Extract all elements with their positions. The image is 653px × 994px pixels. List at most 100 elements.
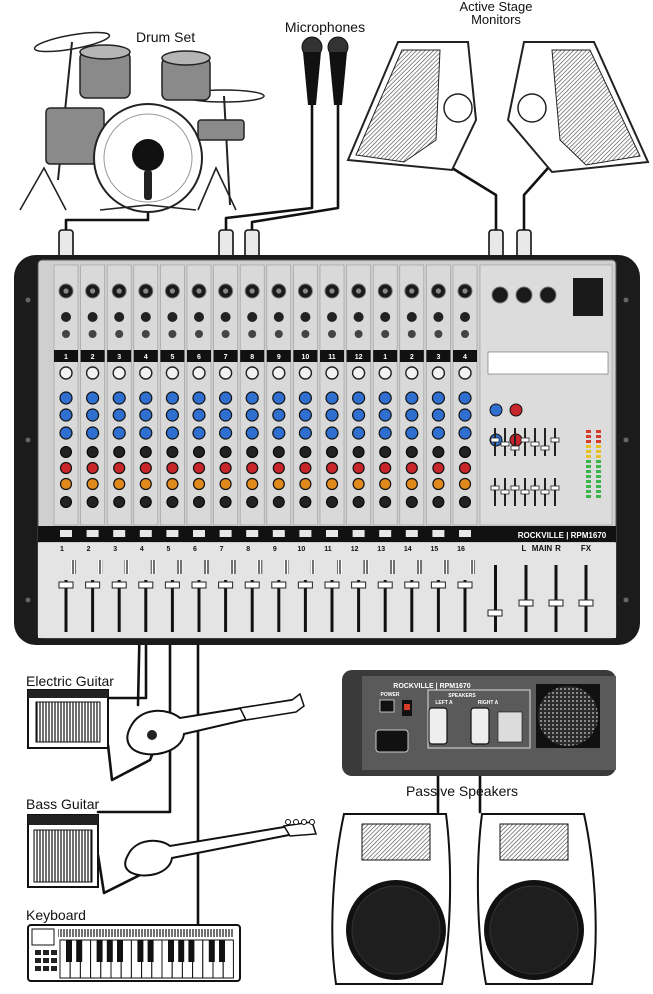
black-key — [76, 940, 83, 962]
line-input-jack — [114, 312, 125, 322]
gain-knob — [112, 366, 126, 380]
eq-knob — [298, 391, 312, 405]
pan-knob — [246, 477, 259, 491]
fader-number-label: 1 — [60, 546, 64, 553]
speakon-left — [428, 707, 448, 745]
eq-knob — [431, 426, 445, 440]
channel-fader — [138, 560, 156, 632]
gain-knob — [272, 366, 286, 380]
level-knob — [139, 496, 152, 508]
eq-knob — [165, 408, 179, 422]
level-meter-led — [586, 435, 591, 438]
fader-cap — [377, 581, 393, 589]
level-meter-led — [586, 460, 591, 463]
level-knob — [352, 496, 365, 508]
passive-speaker-left — [331, 813, 452, 985]
level-meter-led — [586, 480, 591, 483]
channel-number-label: 1 — [383, 354, 387, 361]
fader-cap — [244, 581, 260, 589]
channel-strip — [239, 264, 265, 526]
mute-button — [166, 530, 179, 537]
line-input-jack — [327, 312, 337, 322]
aux-knob — [459, 446, 471, 458]
eq-knob — [458, 426, 472, 440]
monitors-label-line2: Monitors — [471, 12, 521, 27]
eq-knob — [139, 391, 153, 405]
pan-knob — [219, 477, 232, 491]
pan-knob — [113, 477, 126, 491]
fx-knob — [192, 461, 206, 475]
aux-knob — [219, 446, 232, 458]
eq-knob — [59, 391, 73, 405]
keyboard-label: Keyboard — [26, 907, 86, 923]
monitor-right-icon — [506, 41, 650, 174]
mute-button — [139, 530, 152, 537]
gain-knob — [431, 366, 446, 380]
drum-set-icon — [19, 31, 265, 213]
mute-button — [405, 530, 418, 537]
channel-fader — [218, 560, 236, 632]
snare — [197, 119, 245, 141]
channel-fader — [297, 560, 316, 632]
eq-knob — [192, 426, 206, 440]
fx-knob — [352, 461, 365, 475]
channel-strip — [399, 264, 425, 526]
main-left-label: L — [522, 544, 527, 553]
fx-knob — [113, 461, 126, 475]
channel-strip — [160, 264, 185, 526]
pan-knob — [86, 477, 99, 491]
channel-number-label: 4 — [463, 354, 467, 361]
channel-strip — [106, 264, 132, 526]
level-knob — [246, 496, 259, 508]
fx-preset-panel — [487, 351, 609, 375]
channel-number-label: 1 — [64, 354, 68, 361]
aux-knob — [86, 446, 99, 458]
master-output-jack — [539, 286, 557, 304]
master-output-jack — [515, 286, 533, 304]
aux-knob — [379, 446, 392, 458]
pan-knob — [272, 477, 285, 491]
active-stage-monitors-icon — [346, 41, 650, 174]
fader-number-label: 16 — [457, 546, 465, 553]
channel-strip — [346, 264, 371, 526]
fader-cap — [324, 581, 340, 589]
channel-strip — [452, 264, 478, 526]
mute-button — [379, 530, 392, 537]
mute-button — [432, 530, 445, 537]
line-input-jack — [194, 312, 204, 322]
channel-fader — [377, 560, 396, 632]
channel-number-label: 7 — [224, 354, 228, 361]
channel-strip — [426, 264, 451, 526]
eq-knob — [352, 408, 366, 422]
main-right-label: R — [555, 544, 561, 553]
channel-fader — [404, 560, 422, 632]
drum-set-label: Drum Set — [136, 29, 196, 45]
mute-button — [299, 530, 312, 537]
mixer-brand-text: ROCKVILLE | RPM1670 — [518, 531, 607, 540]
channel-fader — [111, 560, 130, 632]
master-fader — [548, 565, 564, 632]
level-knob — [432, 496, 445, 508]
fader-number-label: 11 — [324, 546, 332, 553]
fader-cap — [404, 581, 420, 589]
power-switch — [379, 699, 395, 713]
eq-knob — [219, 426, 233, 440]
fx-knob — [166, 461, 179, 475]
eq-knob — [325, 408, 339, 422]
aux-knob — [246, 446, 259, 458]
black-key — [117, 940, 123, 962]
eq-knob — [139, 426, 153, 440]
channel-number-label: 9 — [277, 354, 281, 361]
level-knob — [219, 496, 232, 508]
line-input-jack — [220, 312, 231, 322]
fader-number-label: 12 — [351, 546, 359, 553]
fader-cap — [351, 581, 367, 589]
eq-knob — [245, 391, 259, 405]
fader-number-label: 8 — [246, 546, 250, 553]
eq-knob — [165, 426, 179, 440]
fader-number-label: 10 — [298, 546, 306, 553]
pan-knob — [59, 477, 73, 491]
black-key — [168, 940, 174, 962]
black-key — [178, 940, 185, 962]
line-input-jack — [433, 312, 444, 322]
